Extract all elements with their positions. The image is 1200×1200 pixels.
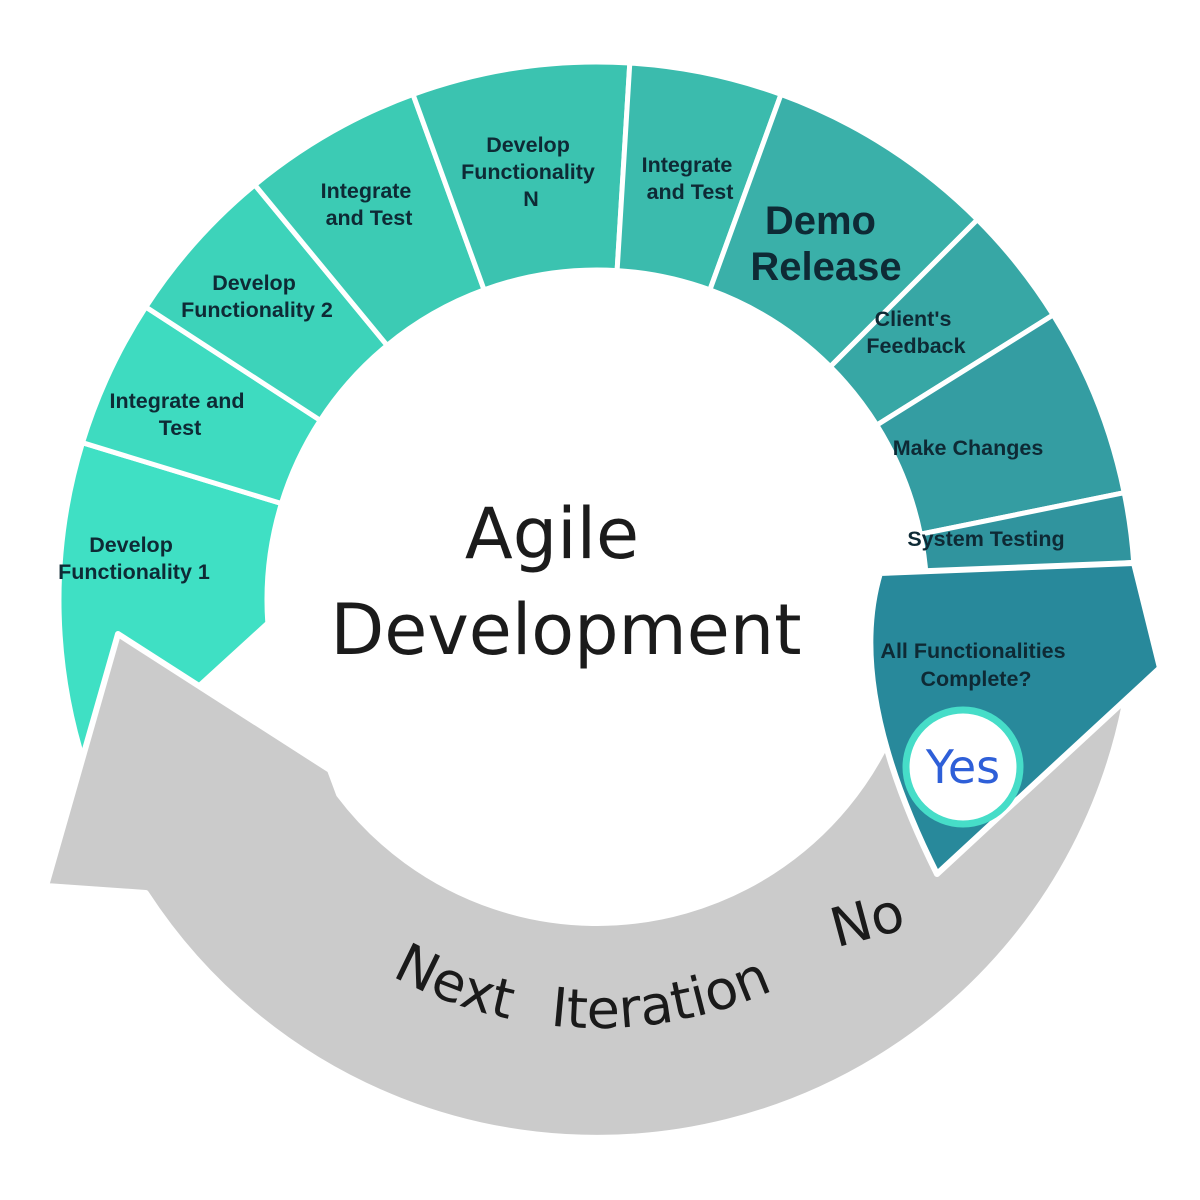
center-title-line-1: Agile — [465, 493, 639, 575]
label-line: Test — [159, 416, 202, 440]
label-line: Integrate and — [110, 389, 245, 413]
label-integrate-and-test-1: Integrate and Test — [110, 389, 251, 440]
center-title-line-2: Development — [330, 589, 801, 671]
label-line: N — [523, 187, 539, 211]
label-line: Feedback — [866, 334, 965, 358]
label-integrate-and-test-3: Integrate and Test — [642, 153, 739, 204]
label-line: System Testing — [907, 527, 1064, 551]
label-line: Integrate — [321, 179, 412, 203]
label-line: Functionality 2 — [181, 298, 333, 322]
label-line: and Test — [647, 180, 734, 204]
label-integrate-and-test-2: Integrate and Test — [321, 179, 418, 230]
yes-label: Yes — [925, 740, 1000, 794]
yes-badge-ring — [902, 706, 1024, 828]
label-line: Functionality 1 — [58, 560, 210, 584]
label-system-testing: System Testing — [907, 527, 1064, 551]
label-line: Develop — [486, 133, 570, 157]
label-develop-functionality-n: Develop Functionality N — [461, 133, 601, 211]
label-all-functionalities-complete: All Functionalities Complete? — [880, 639, 1071, 691]
label-clients-feedback: Client's Feedback — [866, 307, 965, 358]
label-line: All Functionalities — [880, 639, 1065, 663]
label-line: Develop — [89, 533, 173, 557]
label-line: Functionality — [461, 160, 595, 184]
label-line: and Test — [326, 206, 413, 230]
label-develop-functionality-1: Develop Functionality 1 — [58, 533, 210, 584]
yes-badge: Yes — [902, 706, 1024, 828]
label-line: Make Changes — [893, 436, 1044, 460]
label-line: Demo — [765, 199, 876, 243]
label-line: Release — [750, 245, 901, 289]
center-title: Agile Development — [330, 493, 801, 671]
segment-labels: Develop Functionality 1 Integrate and Te… — [58, 133, 1071, 691]
label-line: Integrate — [642, 153, 733, 177]
label-line: Client's — [875, 307, 952, 331]
label-develop-functionality-2: Develop Functionality 2 — [181, 271, 333, 322]
label-line: Develop — [212, 271, 296, 295]
label-make-changes: Make Changes — [893, 436, 1044, 460]
label-line: Complete? — [920, 667, 1031, 691]
loop-arrow — [43, 625, 1136, 1141]
label-demo-release: Demo Release — [750, 199, 901, 289]
